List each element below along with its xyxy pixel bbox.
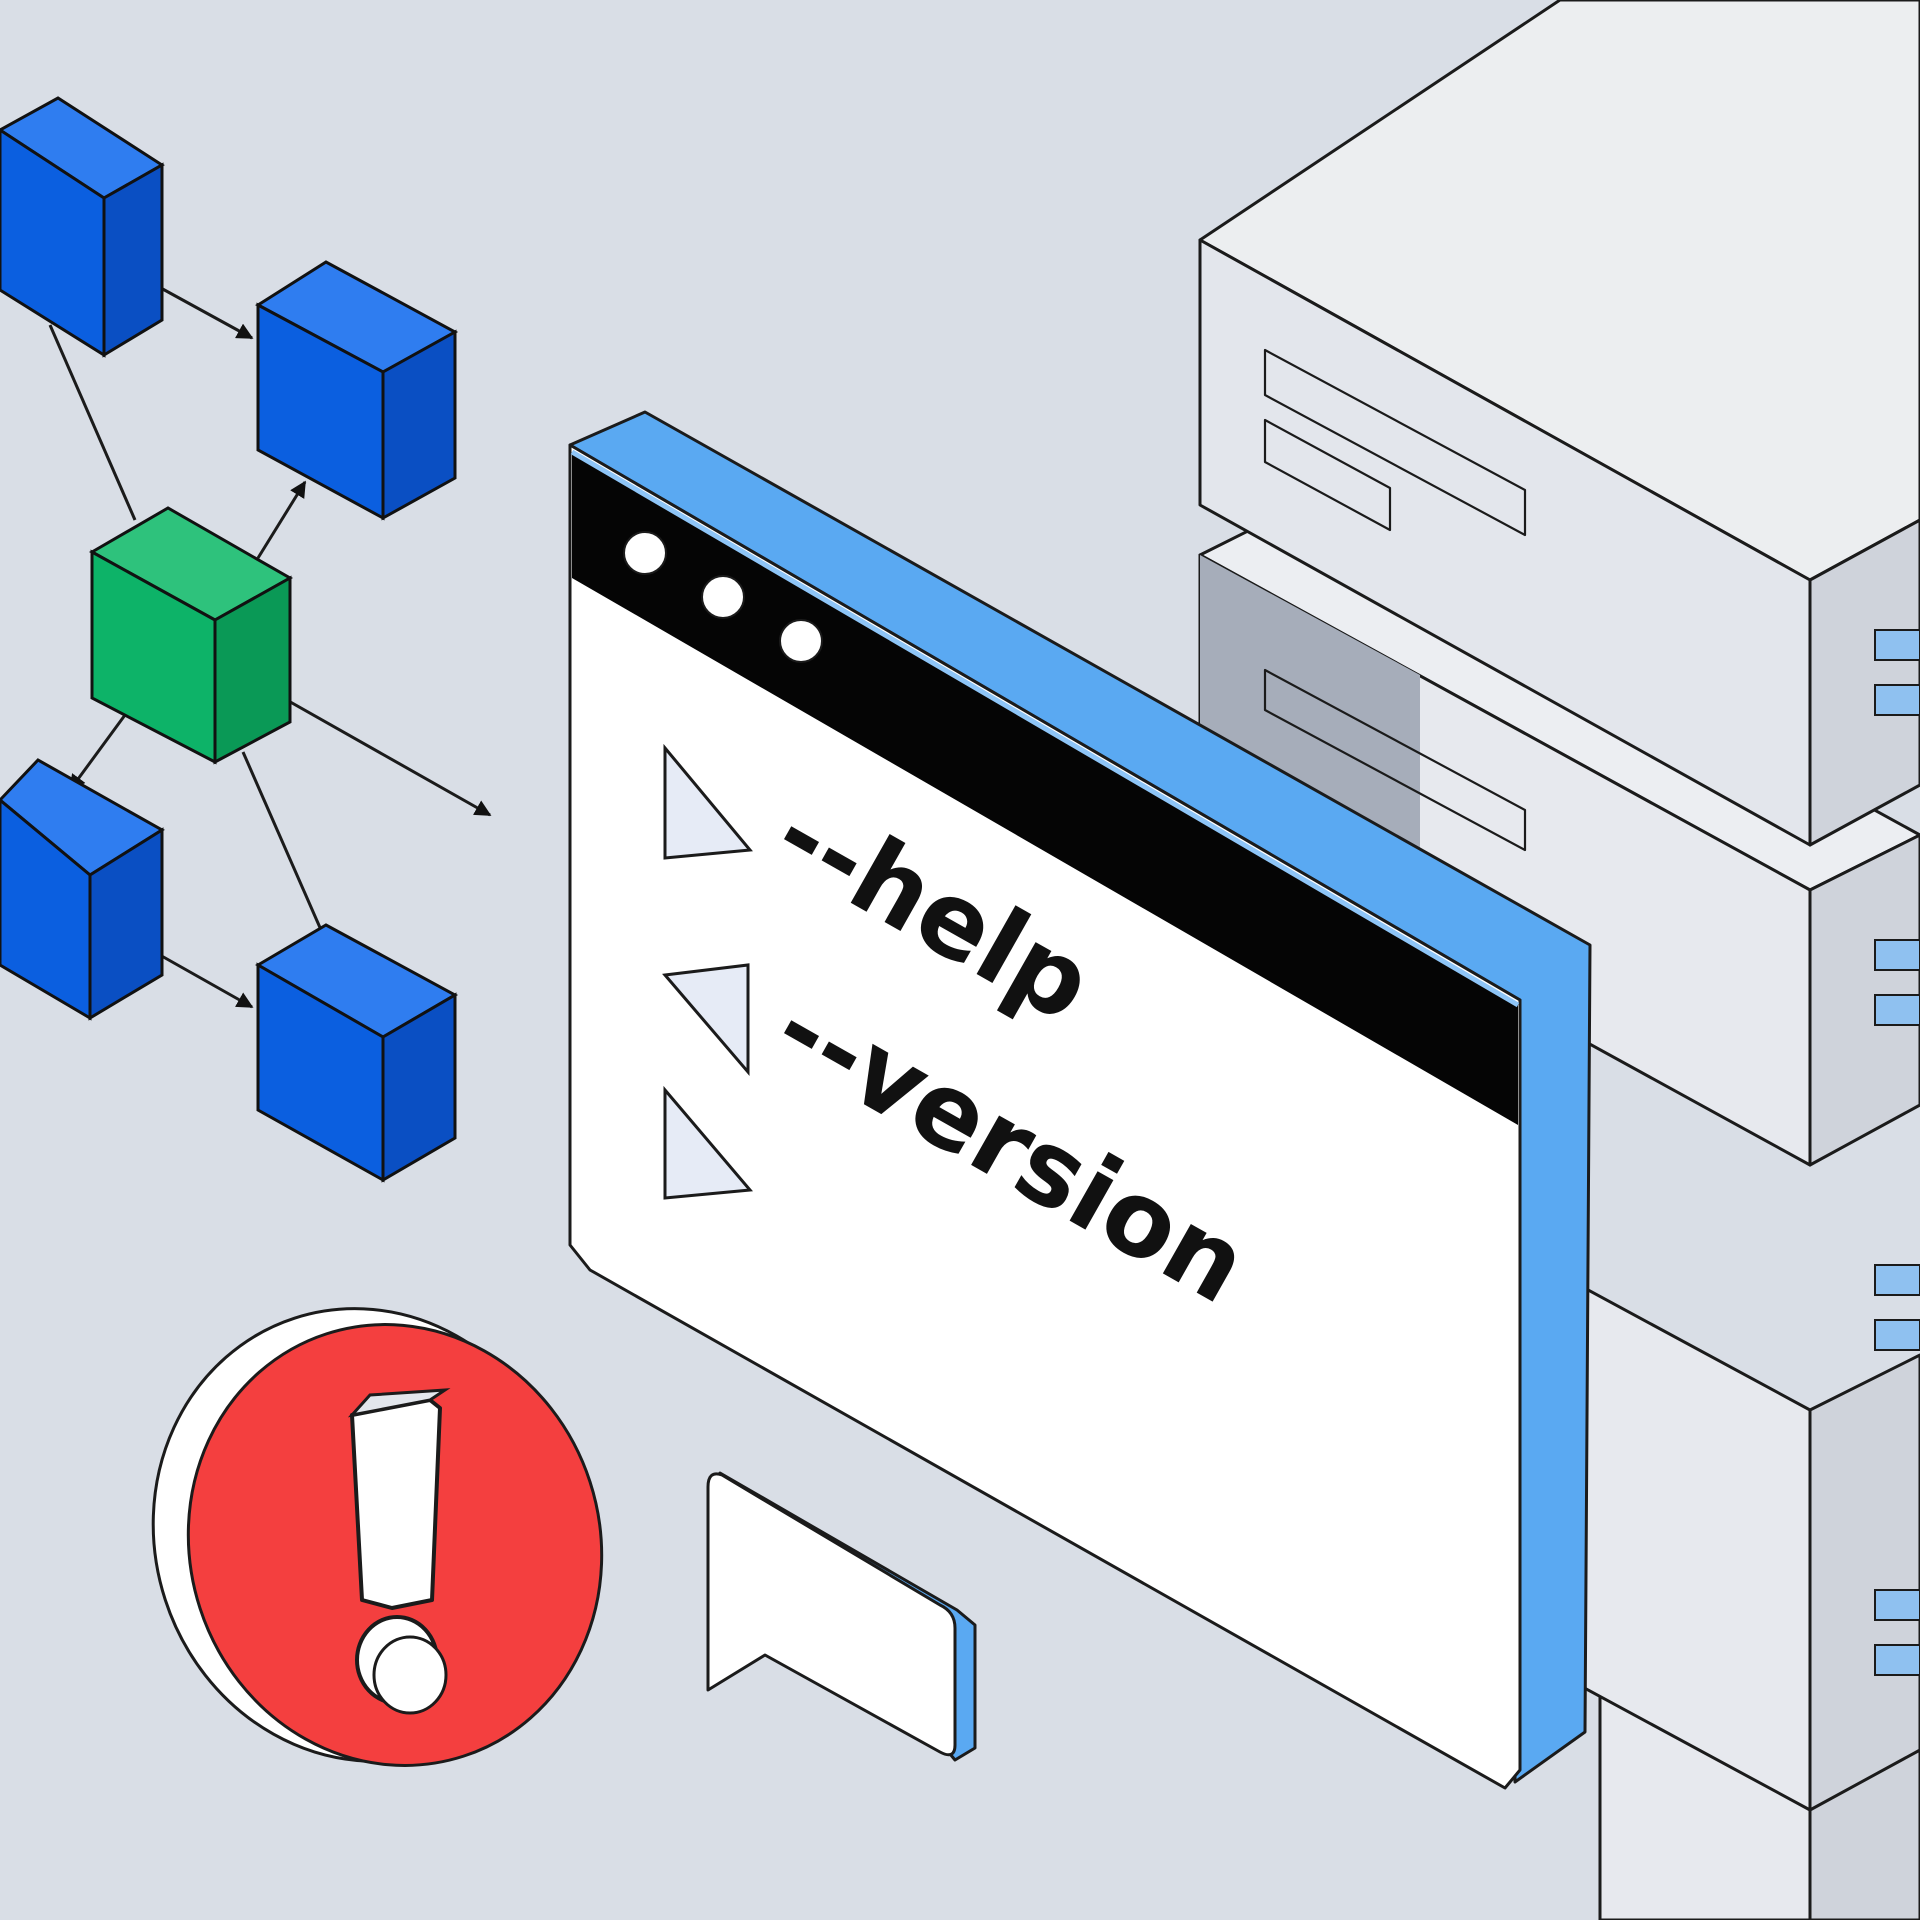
play-triangle-icon[interactable] <box>662 963 750 1077</box>
server-vent-icon <box>1874 1644 1920 1676</box>
server-vent-icon <box>1874 939 1920 971</box>
graph-node[interactable] <box>0 96 165 358</box>
window-control-dot[interactable] <box>701 575 745 619</box>
server-label-slot <box>1263 418 1392 532</box>
speech-bubble-icon[interactable] <box>706 1471 977 1762</box>
server-unit <box>1198 0 1920 847</box>
graph-node[interactable] <box>255 260 459 521</box>
terminal-window: --help --version <box>568 410 1592 1790</box>
graph-node[interactable] <box>255 923 459 1183</box>
node-graph <box>0 96 492 1183</box>
server-vent-icon <box>1874 1264 1920 1296</box>
server-vent-icon <box>1874 1589 1920 1621</box>
server-vent-icon <box>1874 684 1920 716</box>
alert-badge[interactable] <box>95 1253 659 1819</box>
play-triangle-icon[interactable] <box>663 743 753 860</box>
title-bar <box>572 452 1518 1125</box>
server-vent-icon <box>1874 994 1920 1026</box>
server-vent-icon <box>1874 629 1920 661</box>
window-control-dot[interactable] <box>779 619 823 663</box>
exclamation-icon <box>347 1388 451 1715</box>
graph-node[interactable] <box>0 758 165 1021</box>
graph-root-node[interactable] <box>88 506 294 765</box>
window-control-dot[interactable] <box>623 531 667 575</box>
play-triangle-icon[interactable] <box>663 1085 754 1200</box>
server-vent-icon <box>1874 1319 1920 1351</box>
server-label-slot <box>1263 348 1527 537</box>
